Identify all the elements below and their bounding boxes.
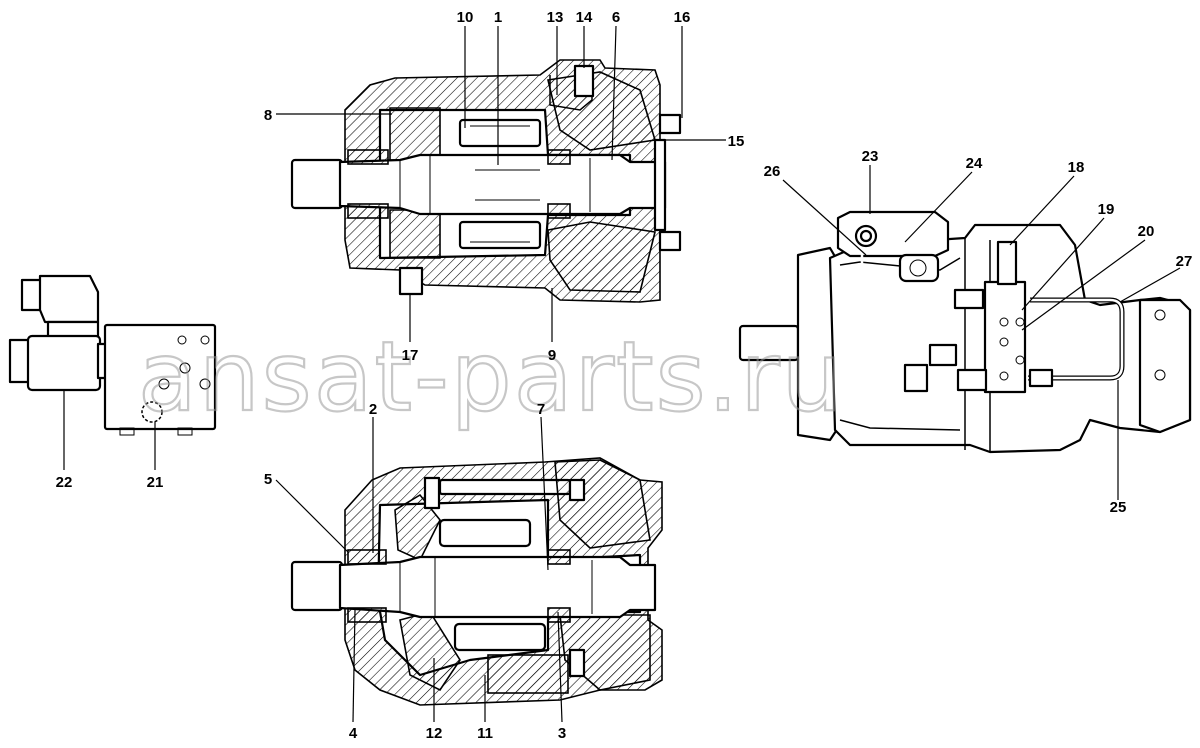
label-4: 4 (349, 725, 358, 742)
label-11: 11 (477, 725, 493, 742)
solenoid-valve (8, 274, 217, 436)
label-25: 25 (1110, 499, 1127, 516)
watermark: ansat-parts.ru (138, 321, 845, 433)
label-8: 8 (264, 107, 272, 124)
label-13: 13 (547, 9, 564, 26)
label-10: 10 (457, 9, 474, 26)
label-19: 19 (1098, 201, 1115, 218)
label-1: 1 (494, 9, 502, 26)
label-17: 17 (402, 347, 419, 364)
label-9: 9 (548, 347, 556, 364)
leader-lines (63, 25, 1181, 723)
label-24: 24 (966, 155, 983, 172)
label-23: 23 (862, 148, 879, 165)
label-20: 20 (1138, 223, 1155, 240)
label-16: 16 (674, 9, 691, 26)
label-7: 7 (537, 401, 545, 418)
label-15: 15 (728, 133, 745, 150)
top-section-view (290, 59, 682, 303)
label-18: 18 (1068, 159, 1085, 176)
label-6: 6 (612, 9, 620, 26)
label-12: 12 (426, 725, 443, 742)
bottom-section-view (290, 457, 663, 706)
label-5: 5 (264, 471, 272, 488)
label-27: 27 (1176, 253, 1193, 270)
label-14: 14 (576, 9, 593, 26)
label-21: 21 (147, 474, 164, 491)
label-26: 26 (764, 163, 781, 180)
label-2: 2 (369, 401, 377, 418)
label-22: 22 (56, 474, 73, 491)
part-labels: 8 10 1 13 14 6 16 15 17 9 2 7 5 4 12 11 … (56, 9, 1193, 742)
pump-exterior-view (738, 210, 1192, 454)
label-3: 3 (558, 725, 566, 742)
